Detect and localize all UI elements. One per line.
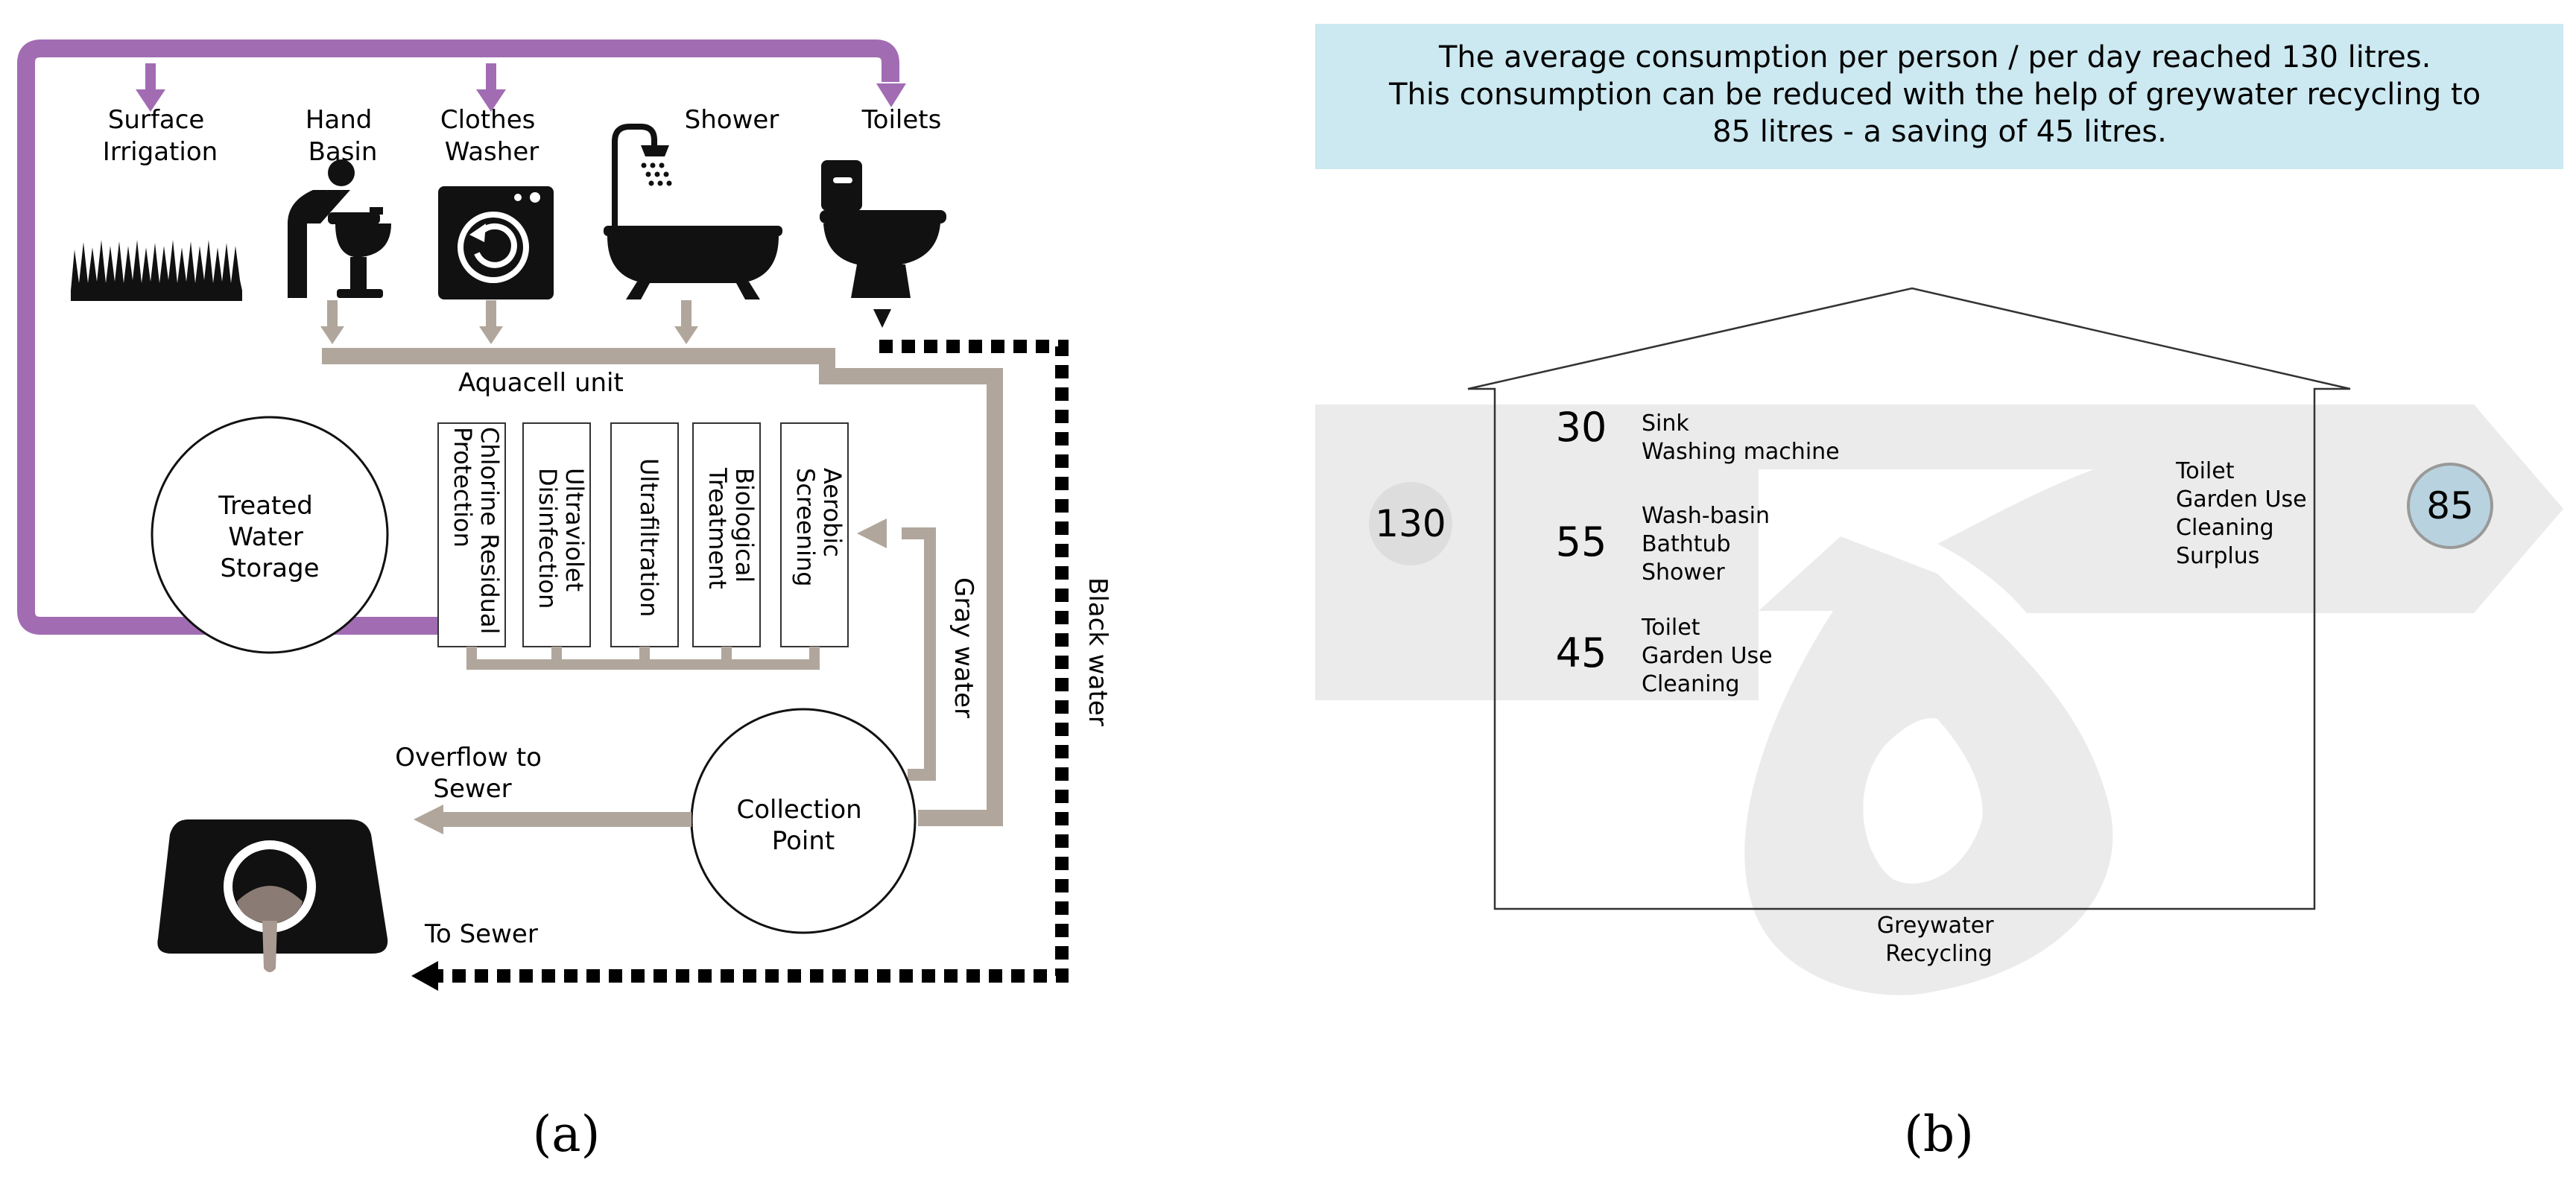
to-sewer-label: To Sewer — [424, 919, 538, 949]
greywater-recycling-label: Greywater Recycling — [1877, 913, 2001, 967]
summary-text: The average consumption per person / per… — [1388, 40, 2490, 149]
overflow-to-sewer-label: Overflow to Sewer — [395, 743, 550, 804]
house-outline — [1467, 287, 2351, 910]
collection-point-label: Collection Point — [737, 795, 870, 856]
to-sewer-arrowhead — [411, 961, 438, 991]
input-consumption-value: 130 — [1375, 502, 1446, 545]
input-consumption-circle — [1369, 482, 1452, 565]
panel-a-label: (a) — [533, 1106, 601, 1163]
use-value-30: 30 — [1556, 404, 1607, 451]
panel-b-label: (b) — [1904, 1106, 1974, 1163]
sewer-drain-icon — [157, 819, 388, 972]
treatment-manifold — [466, 647, 820, 670]
supply-arrow-toilets — [876, 83, 906, 107]
grass-icon — [71, 240, 242, 301]
toilet-icon — [820, 160, 946, 298]
hand-basin-icon — [288, 159, 391, 298]
outgoing-flow-band — [1759, 405, 2563, 613]
use-value-55: 55 — [1556, 519, 1607, 565]
drain-arrow-hand-basin — [320, 300, 344, 344]
ultrafiltration-label: Ultrafiltration — [635, 458, 663, 617]
aerobic-screening-label: AerobicScreening — [791, 468, 846, 587]
recycled-uses-label: Toilet Garden Use Cleaning Surplus — [2175, 458, 2314, 569]
drain-arrow-toilet — [873, 309, 891, 328]
gray-water-pipe — [322, 348, 1003, 826]
panel-b: The average consumption per person / per… — [1315, 24, 2563, 1163]
shower-label: Shower — [685, 105, 779, 135]
toilets-label: Toilets — [861, 105, 942, 135]
pump-return-arrowhead — [857, 519, 887, 548]
summary-banner — [1315, 24, 2563, 169]
black-water-pipe — [432, 340, 1069, 983]
supply-arrow-irrigation — [136, 63, 165, 112]
chlorine-residual-protection-label: Chlorine ResidualProtection — [449, 427, 504, 634]
use-value-45: 45 — [1556, 630, 1607, 676]
greywater-recycling-loop — [1744, 536, 2113, 995]
output-consumption-circle — [2407, 463, 2493, 549]
aquacell-unit-label: Aquacell unit — [458, 368, 624, 398]
use-label-45: Toilet Garden Use Cleaning — [1641, 615, 1779, 697]
output-consumption-value: 85 — [2426, 484, 2474, 527]
ultraviolet-disinfection-label: UltravioletDisinfection — [534, 468, 589, 609]
use-label-55: Wash-basin Bathtub Shower — [1642, 503, 1777, 586]
clothes-washer-label: Clothes Washer — [440, 105, 543, 167]
drain-arrow-clothes-washer — [479, 300, 503, 344]
panel-a: Surface Irrigation Hand Basin Clothes Wa… — [17, 39, 1113, 1163]
treated-water-storage-tank — [151, 416, 389, 654]
hand-basin-label: Hand Basin — [306, 105, 380, 167]
treatment-units: Chlorine ResidualProtection UltravioletD… — [437, 422, 849, 647]
black-water-label: Black water — [1083, 577, 1113, 726]
treated-water-storage-label: Treated Water Storage — [218, 491, 320, 583]
supply-arrow-clothes-washer — [476, 63, 506, 112]
pump-return-pipe — [902, 527, 936, 781]
biological-treatment-label: BiologicalTreatment — [703, 467, 759, 589]
washing-machine-icon — [438, 186, 554, 299]
treated-water-supply-pipe — [17, 39, 899, 635]
drain-arrow-shower — [674, 300, 698, 344]
use-label-30: Sink Washing machine — [1642, 410, 1840, 465]
surface-irrigation-label: Surface Irrigation — [103, 105, 218, 167]
bathtub-shower-icon — [604, 124, 782, 299]
gray-water-label: Gray water — [949, 577, 978, 718]
overflow-arrowhead — [414, 805, 443, 834]
